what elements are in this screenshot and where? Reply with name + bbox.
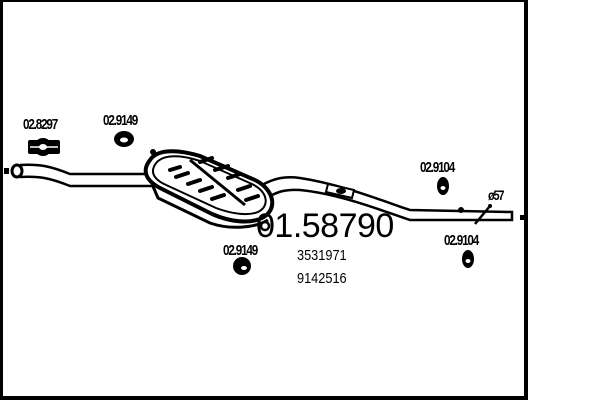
- rubber-mount-icon: [462, 250, 474, 268]
- muffler: [143, 149, 275, 232]
- outlet-marker-icon: [520, 215, 524, 220]
- diameter-leader-line: [474, 205, 491, 225]
- part-label-mount-right-top: 02.9104: [420, 159, 455, 176]
- diameter-label: ø57: [488, 187, 504, 203]
- part-label-clamp: 02.8297: [23, 116, 58, 133]
- inlet-flange-icon: [10, 163, 24, 179]
- front-pipe: [19, 163, 152, 188]
- rubber-mount-icon: [233, 257, 251, 275]
- clamp-icon: [28, 138, 60, 156]
- oem-reference: 9142516: [297, 270, 347, 287]
- pipe-bracket: [324, 182, 356, 200]
- rubber-mount-icon: [437, 177, 449, 195]
- inlet-marker-icon: [4, 168, 9, 174]
- part-label-mount-bottom: 02.9149: [223, 242, 258, 259]
- hanger-pin-icon: [458, 207, 464, 213]
- oem-reference: 3531971: [297, 247, 347, 264]
- rubber-mount-icon: [114, 131, 134, 147]
- part-label-mount-right-bottom: 02.9104: [444, 232, 479, 249]
- rear-pipe: [261, 176, 514, 222]
- part-label-mount-top: 02.9149: [103, 112, 138, 129]
- diagram-frame: [0, 0, 528, 400]
- main-part-number: 01.58790: [256, 207, 394, 245]
